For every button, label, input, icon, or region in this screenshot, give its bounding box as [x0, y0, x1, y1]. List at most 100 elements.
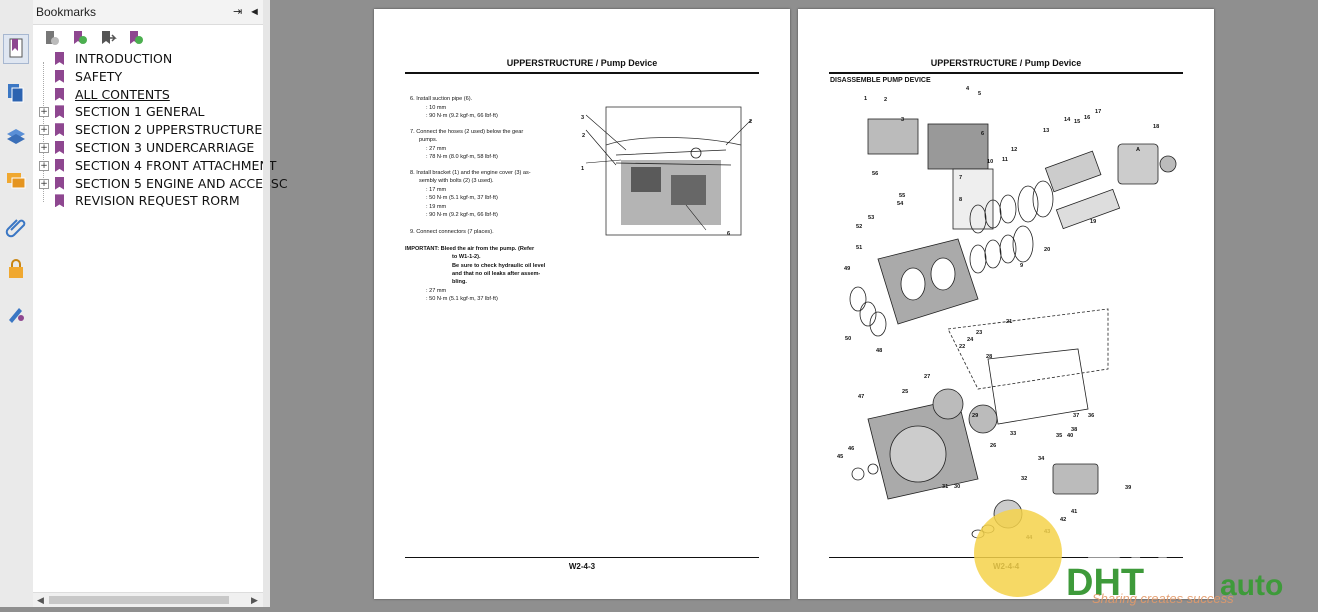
expand-toggle-icon[interactable]: + [39, 142, 49, 153]
security-icon[interactable] [5, 258, 27, 280]
part-callout: 18 [1153, 124, 1160, 130]
bookmark-label[interactable]: SECTION 2 UPPERSTRUCTURE [75, 122, 263, 138]
pump-exploded-diagram [849, 118, 1177, 539]
instruction-line: : 50 N·m (5.1 kgf·m, 37 lbf·ft) [426, 296, 498, 302]
part-callout: 48 [876, 348, 883, 354]
part-callout: 17 [1095, 109, 1102, 115]
bookmark-label[interactable]: ALL CONTENTS [75, 86, 170, 102]
instruction-line: : 19 mm [426, 204, 447, 210]
instruction-line: : 90 N·m (9.2 kgf·m, 66 lbf·ft) [426, 113, 498, 119]
expand-toggle-icon[interactable]: + [39, 107, 49, 118]
part-callout: A [1136, 147, 1141, 153]
svg-text:DHT: DHT [1086, 509, 1214, 576]
bookmark-item[interactable]: + SECTION 4 FRONT ATTACHMENT [33, 157, 276, 175]
instruction-line: : 27 mm [426, 146, 447, 152]
part-callout: 24 [967, 337, 974, 343]
bookmarks-horizontal-scrollbar[interactable]: ◀ ▶ [33, 592, 263, 607]
bookmark-label[interactable]: SECTION 4 FRONT ATTACHMENT [75, 157, 277, 173]
bookmarks-icon[interactable] [3, 34, 29, 64]
bookmark-icon [55, 123, 64, 137]
part-callout: 15 [1074, 119, 1081, 125]
instruction-line: : 17 mm [426, 187, 447, 193]
comments-icon[interactable] [5, 170, 27, 192]
instruction-line: 6. Install suction pipe (6). [410, 96, 473, 102]
instruction-line: 8. Install bracket (1) and the engine co… [410, 170, 531, 176]
scrollbar-thumb[interactable] [49, 596, 229, 604]
new-bookmark-icon[interactable] [71, 29, 89, 47]
panel-splitter[interactable] [263, 0, 270, 607]
expand-bookmark-icon[interactable] [99, 29, 117, 47]
bookmark-item[interactable]: + SECTION 5 ENGINE AND ACCESSC [33, 175, 288, 193]
page-header-title: UPPERSTRUCTURE / Pump Device [930, 58, 1082, 68]
document-page-right: UPPERSTRUCTURE / Pump Device DISASSEMBLE… [798, 9, 1214, 599]
bookmark-item[interactable]: INTRODUCTION [33, 50, 263, 68]
layers-icon[interactable] [5, 126, 27, 148]
part-callout: 9 [1020, 263, 1024, 269]
part-callout: 3 [901, 117, 905, 123]
bookmark-item[interactable]: + SECTION 3 UNDERCARRIAGE [33, 139, 263, 157]
bookmark-item[interactable]: + SECTION 1 GENERAL [33, 103, 263, 121]
expand-panel-button[interactable]: ⇥ [233, 6, 243, 18]
part-callout: 40 [1067, 433, 1074, 439]
bookmark-item[interactable]: + SECTION 2 UPPERSTRUCTURE [33, 121, 263, 139]
header-rule [829, 72, 1183, 74]
bookmark-item[interactable]: ALL CONTENTS [33, 86, 263, 104]
expand-toggle-icon[interactable]: + [39, 125, 49, 136]
expand-toggle-icon[interactable]: + [39, 178, 49, 189]
part-callout: 39 [1125, 485, 1132, 491]
part-callout: 32 [1021, 476, 1028, 482]
delete-bookmark-icon[interactable] [127, 29, 145, 47]
page-thumbnails-icon[interactable] [5, 82, 27, 104]
attachments-icon[interactable] [5, 214, 27, 238]
part-callout: 46 [848, 446, 855, 452]
part-callout: 31 [942, 484, 949, 490]
bookmark-label[interactable]: SECTION 3 UNDERCARRIAGE [75, 139, 255, 155]
part-callout: 23 [976, 330, 983, 336]
bookmark-label[interactable]: REVISION REQUEST RORM [75, 193, 240, 209]
bookmark-label[interactable]: SECTION 5 ENGINE AND ACCESSC [75, 175, 288, 191]
bookmark-icon [55, 140, 64, 154]
collapse-panel-button[interactable]: ◄ [249, 6, 260, 18]
bookmark-label[interactable]: SECTION 1 GENERAL [75, 104, 205, 120]
part-callout: 14 [1064, 117, 1071, 123]
bookmark-item[interactable]: REVISION REQUEST RORM [33, 192, 263, 210]
part-callout: 5 [978, 91, 982, 97]
bookmark-options-icon[interactable] [43, 29, 61, 47]
bookmark-label[interactable]: SAFETY [75, 68, 123, 84]
part-callout: 42 [1060, 517, 1067, 523]
bookmark-icon [55, 87, 64, 101]
signatures-icon[interactable] [5, 302, 27, 324]
bookmark-label[interactable]: INTRODUCTION [75, 51, 173, 66]
part-callout: 33 [1010, 431, 1017, 437]
scroll-left-arrow-icon[interactable]: ◀ [37, 595, 44, 605]
instruction-line: : 90 N·m (9.2 kgf·m, 66 lbf·ft) [426, 212, 498, 218]
bookmark-item[interactable]: SAFETY [33, 68, 263, 86]
instruction-line: : 10 mm [426, 105, 447, 111]
bookmarks-panel-header: Bookmarks ⇥ ◄ [33, 0, 263, 25]
expand-toggle-icon[interactable]: + [39, 160, 49, 171]
scroll-right-arrow-icon[interactable]: ▶ [251, 595, 258, 605]
part-callout: 4 [966, 86, 970, 92]
part-callout: 35 [1056, 433, 1063, 439]
part-callout: 41 [1071, 509, 1078, 515]
bookmark-tree: INTRODUCTION SAFETY ALL CONTENTS + SECTION 1… [33, 50, 288, 210]
watermark-slogan: Sharing creates success [1092, 591, 1234, 606]
part-callout: 13 [1043, 128, 1050, 134]
figure-callout: 2 [749, 119, 753, 125]
bookmark-icon [55, 52, 64, 65]
part-callout: 47 [858, 394, 865, 400]
part-callout: 20 [1044, 247, 1051, 253]
document-page-left: UPPERSTRUCTURE / Pump Device 6. Install … [374, 9, 790, 599]
part-callout: 52 [856, 224, 863, 230]
dht-auto-watermark-logo: DHT DHT auto [968, 505, 1318, 612]
part-callout: 54 [897, 201, 904, 207]
engine-bay-illustration [585, 106, 752, 236]
bookmark-icon [55, 105, 64, 119]
part-callout: 51 [856, 245, 863, 251]
part-callout: 1 [864, 96, 868, 102]
part-callout: 12 [1011, 147, 1018, 153]
section-subtitle: DISASSEMBLE PUMP DEVICE [830, 77, 931, 84]
part-callout: 56 [872, 171, 879, 177]
part-callout: 34 [1038, 456, 1045, 462]
part-callout: 36 [1088, 413, 1095, 419]
